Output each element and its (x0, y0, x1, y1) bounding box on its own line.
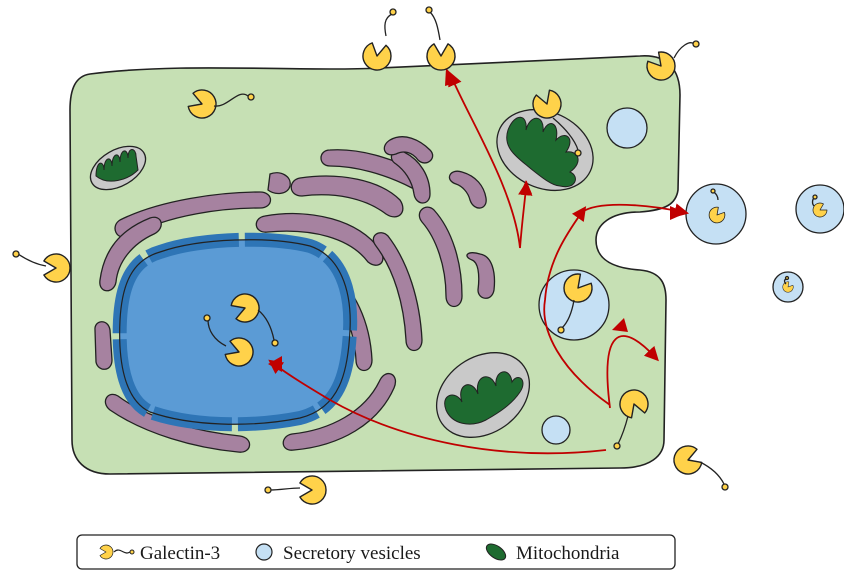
legend-label-galectin: Galectin-3 (140, 543, 220, 564)
legend-label-mitochondria: Mitochondria (516, 543, 620, 564)
legend-label-vesicles: Secretory vesicles (283, 543, 421, 564)
nucleus (120, 240, 351, 425)
vesicle-icon (256, 544, 272, 560)
legend: Galectin-3 Secretory vesicles Mitochondr… (77, 535, 675, 569)
released-vesicles (686, 184, 844, 302)
